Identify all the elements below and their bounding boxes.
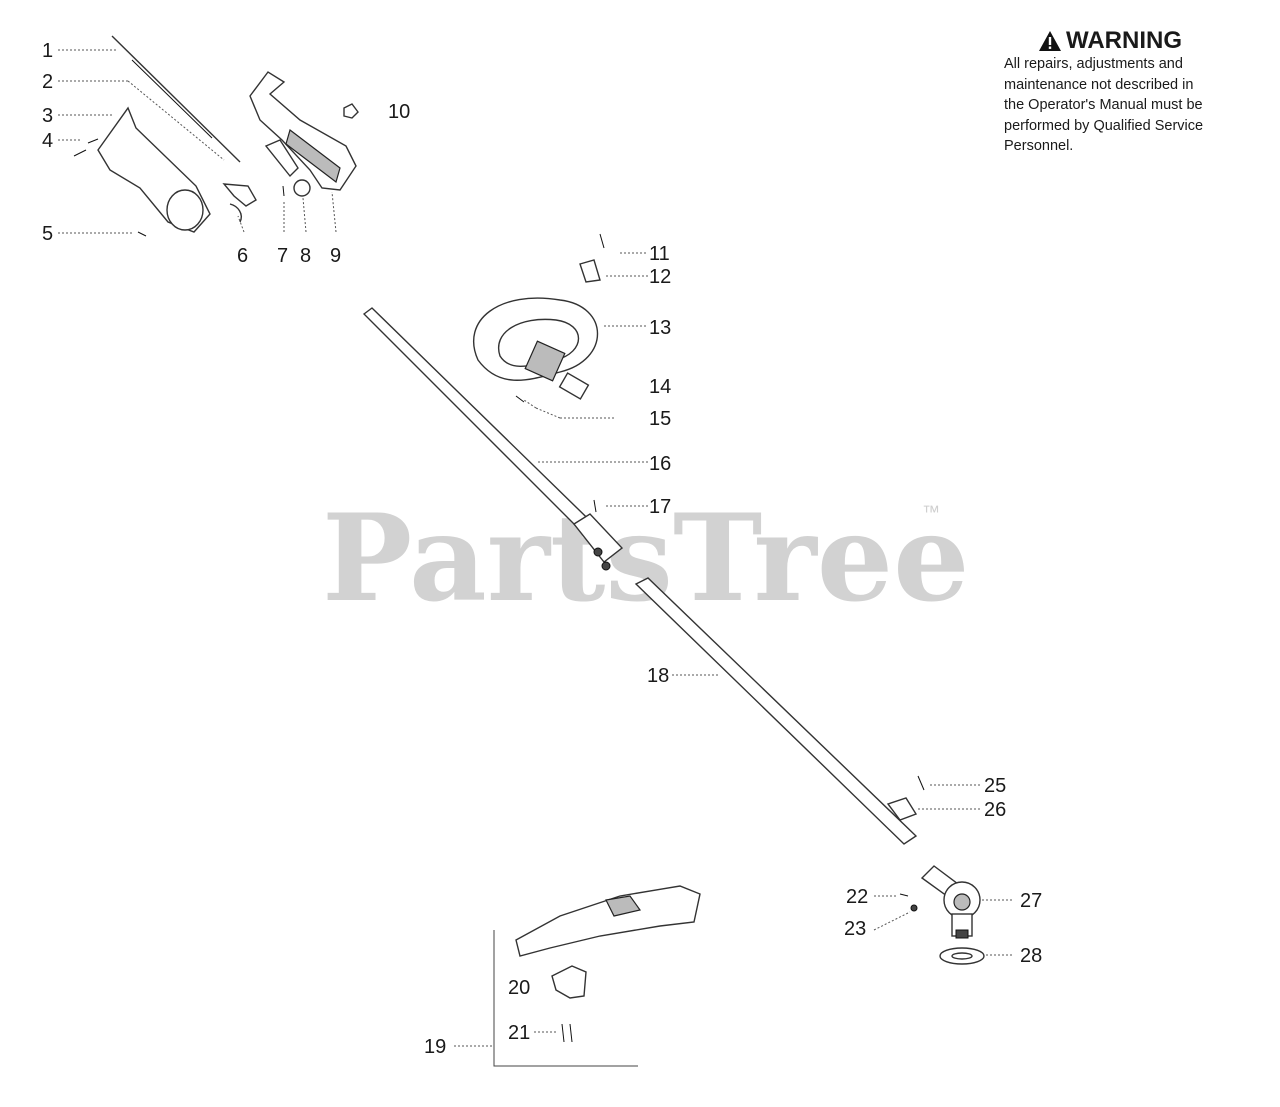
callout-19: 19 xyxy=(424,1036,446,1058)
part-screws-21 xyxy=(561,1023,573,1043)
watermark-trademark: ™ xyxy=(922,502,940,522)
callout-8: 8 xyxy=(300,245,311,267)
part-bolt-11 xyxy=(599,233,605,249)
warning-line: the Operator's Manual must be xyxy=(1004,97,1203,113)
part-handle-housing-right xyxy=(249,71,357,191)
callout-16: 16 xyxy=(649,453,671,475)
callout-23: 23 xyxy=(844,918,866,940)
callout-11: 11 xyxy=(649,243,670,265)
callout-2: 2 xyxy=(42,71,53,93)
warning-body: All repairs, adjustments and maintenance… xyxy=(1004,54,1274,157)
part-lower-shaft-18 xyxy=(634,577,918,845)
callout-5: 5 xyxy=(42,223,53,245)
part-clamp-14 xyxy=(558,372,590,400)
warning-title: WARNING xyxy=(1038,28,1274,54)
warning-line: maintenance not described in xyxy=(1004,76,1194,93)
part-gearhead-27 xyxy=(920,865,981,939)
warning-line: All repairs, adjustments and xyxy=(1004,56,1183,72)
warning-line: Personnel. xyxy=(1004,138,1074,154)
callout-14: 14 xyxy=(649,376,671,398)
part-screw-22 xyxy=(899,893,909,897)
part-spring-8 xyxy=(293,179,311,197)
part-screw-25 xyxy=(917,775,925,791)
part-washer-23 xyxy=(910,904,918,912)
part-blade-20 xyxy=(551,965,587,999)
warning-title-text: WARNING xyxy=(1066,27,1182,54)
callout-13: 13 xyxy=(649,317,671,339)
callout-28: 28 xyxy=(1020,945,1042,967)
warning-line: performed by Qualified Service xyxy=(1004,117,1204,134)
callout-18: 18 xyxy=(647,665,669,687)
callout-22: 22 xyxy=(846,886,868,908)
part-screw-5 xyxy=(137,231,147,237)
callout-12: 12 xyxy=(649,266,671,288)
part-coupler-17 xyxy=(572,499,624,571)
callout-15: 15 xyxy=(649,408,671,430)
part-nut-10 xyxy=(343,103,359,119)
part-screws-4 xyxy=(73,138,99,157)
callout-20: 20 xyxy=(508,977,530,999)
callout-3: 3 xyxy=(42,105,53,127)
callout-17: 17 xyxy=(649,496,671,518)
watermark-text: PartsTree xyxy=(322,488,969,629)
warning-triangle-icon xyxy=(1039,31,1061,51)
callout-1: 1 xyxy=(42,40,53,62)
part-shield-bracket-26 xyxy=(886,797,918,821)
part-throttle-cable xyxy=(111,35,241,163)
part-trigger-7 xyxy=(264,139,299,197)
part-screw-15 xyxy=(515,395,525,403)
part-guard-assembly-19 xyxy=(515,885,701,957)
warning-notice: WARNING All repairs, adjustments and mai… xyxy=(1004,28,1274,157)
callout-9: 9 xyxy=(330,245,341,267)
callout-25: 25 xyxy=(984,775,1006,797)
callout-26: 26 xyxy=(984,799,1006,821)
part-handle-housing-left xyxy=(97,106,211,233)
callout-27: 27 xyxy=(1020,890,1042,912)
part-clip-6 xyxy=(222,183,257,223)
part-bracket-12 xyxy=(579,259,601,283)
callout-10: 10 xyxy=(388,101,410,123)
part-loop-handle-13 xyxy=(472,297,598,382)
bracket-line-19 xyxy=(493,930,638,1067)
callout-4: 4 xyxy=(42,130,53,152)
callout-7: 7 xyxy=(277,245,288,267)
callout-21: 21 xyxy=(508,1022,530,1044)
part-washer-28 xyxy=(939,947,985,965)
callout-6: 6 xyxy=(237,245,248,267)
